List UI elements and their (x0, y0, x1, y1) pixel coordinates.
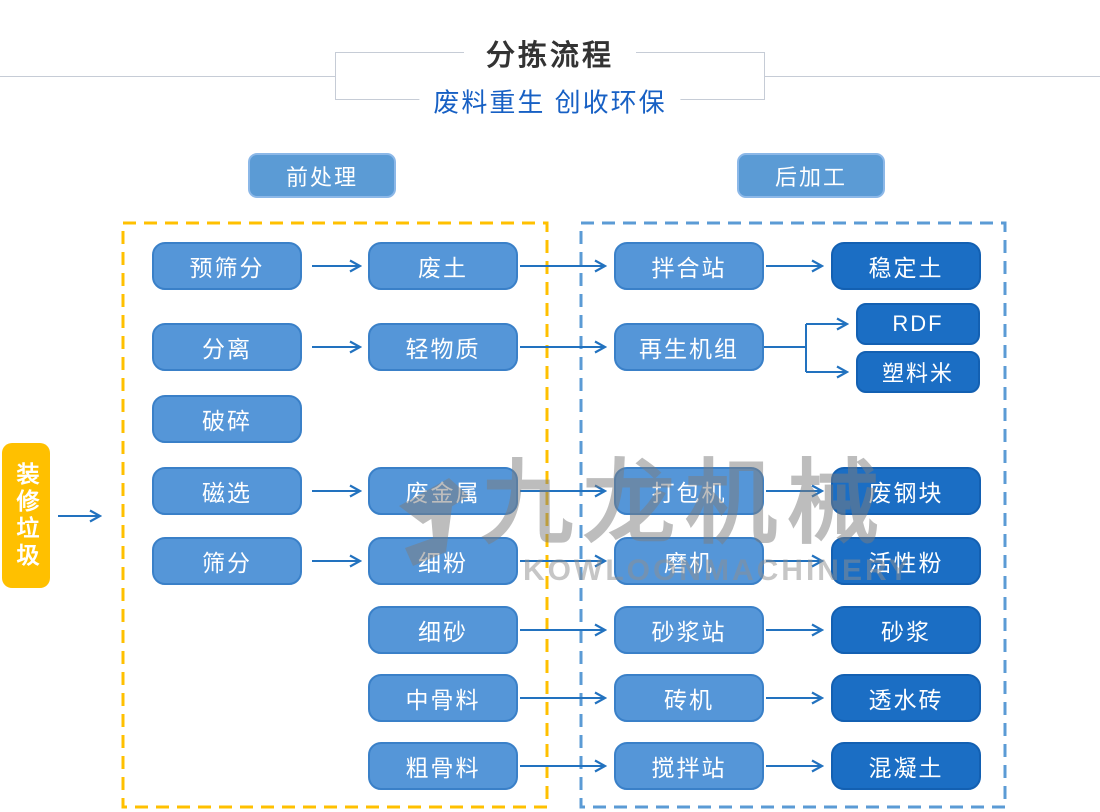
node-stirring-station: 搅拌站 (614, 742, 764, 790)
arrows-col1-col2 (312, 266, 359, 561)
node-magnetic-separation: 磁选 (152, 467, 302, 515)
node-scrap-steel: 废钢块 (831, 467, 981, 515)
node-active-powder: 活性粉 (831, 537, 981, 585)
header-line-right (765, 76, 1100, 77)
arrows-col2-col3 (520, 266, 604, 766)
source-label-renovation-waste: 装修垃圾 (2, 443, 50, 588)
post-processing-frame (579, 221, 1007, 809)
node-pre-screening: 预筛分 (152, 242, 302, 290)
node-screening: 筛分 (152, 537, 302, 585)
node-mill: 磨机 (614, 537, 764, 585)
node-baler: 打包机 (614, 467, 764, 515)
node-mixing-station: 拌合站 (614, 242, 764, 290)
pre-processing-frame (121, 221, 549, 809)
node-mortar-station: 砂浆站 (614, 606, 764, 654)
node-fine-sand: 细砂 (368, 606, 518, 654)
section-post-processing: 后加工 (737, 153, 885, 198)
node-coarse-aggregate: 粗骨料 (368, 742, 518, 790)
header-line-left (0, 76, 335, 77)
branch-regeneration-unit (764, 324, 846, 372)
node-medium-aggregate: 中骨料 (368, 674, 518, 722)
page-title: 分拣流程 (463, 32, 637, 74)
arrows-col3-col4 (766, 266, 821, 766)
node-concrete: 混凝土 (831, 742, 981, 790)
page-subtitle: 废料重生 创收环保 (419, 82, 681, 120)
section-pre-processing: 前处理 (248, 153, 396, 198)
node-permeable-brick: 透水砖 (831, 674, 981, 722)
node-fine-powder: 细粉 (368, 537, 518, 585)
node-rdf: RDF (856, 303, 980, 345)
node-crushing: 破碎 (152, 395, 302, 443)
node-light-material: 轻物质 (368, 323, 518, 371)
node-mortar: 砂浆 (831, 606, 981, 654)
node-scrap-metal: 废金属 (368, 467, 518, 515)
node-brick-machine: 砖机 (614, 674, 764, 722)
node-separation: 分离 (152, 323, 302, 371)
node-plastic-pellets: 塑料米 (856, 351, 980, 393)
node-stabilized-soil: 稳定土 (831, 242, 981, 290)
node-regeneration-unit: 再生机组 (614, 323, 764, 371)
node-waste-soil: 废土 (368, 242, 518, 290)
